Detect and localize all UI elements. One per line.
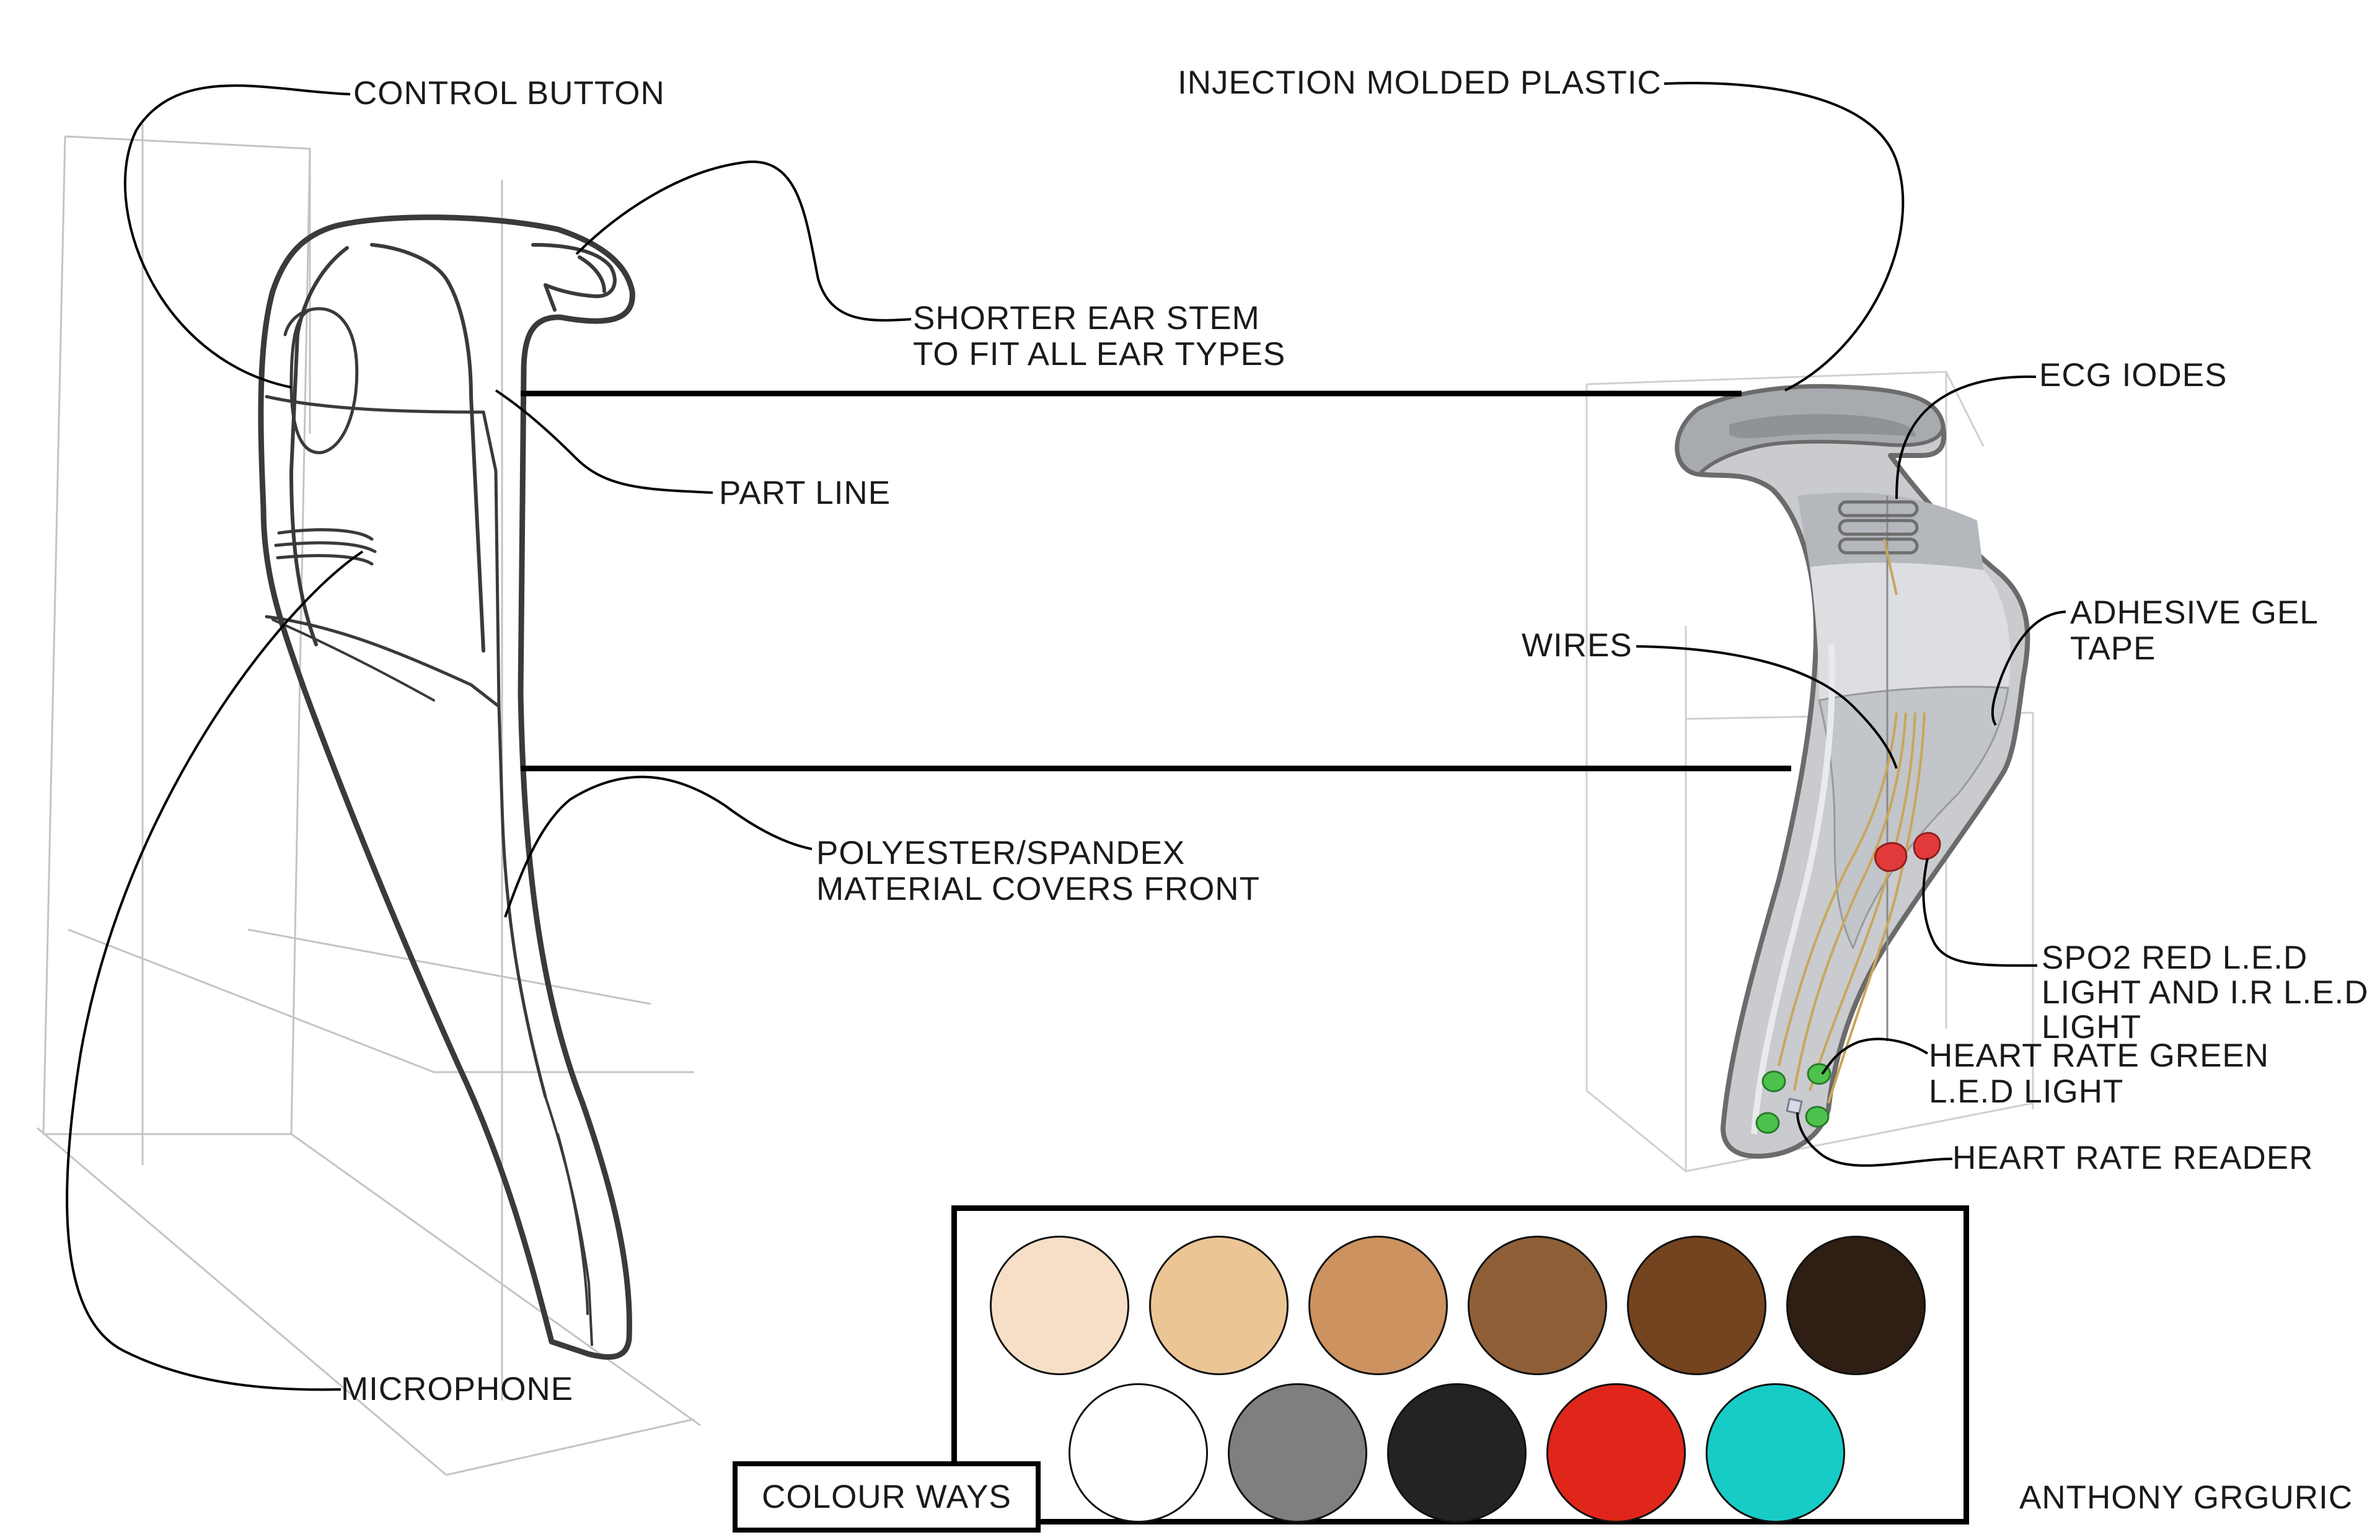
label-shorter-ear-stem-line2: TO FIT ALL EAR TYPES [913,336,1286,372]
swatch-row1-4[interactable] [1468,1236,1607,1375]
label-shorter-ear-stem: SHORTER EAR STEM TO FIT ALL EAR TYPES [913,301,1285,372]
ecg-electrodes [1838,500,1919,555]
label-author: ANTHONY GRGURIC [2019,1479,2353,1516]
label-shorter-ear-stem-line1: SHORTER EAR STEM [913,300,1260,337]
label-injection-molded-plastic: INJECTION MOLDED PLASTIC [1178,64,1662,101]
leader-heart-rate-reader [1796,1112,1953,1167]
label-control-button: CONTROL BUTTON [353,75,665,112]
spo2-leds [1874,832,1941,872]
label-ecg-iodes: ECG IODES [2039,357,2228,394]
label-polyester-line2: MATERIAL COVERS FRONT [816,871,1260,907]
sketch-earpiece [258,214,635,1360]
label-adhesive-gel-line1: ADHESIVE GEL [2070,594,2319,631]
swatch-row2-5[interactable] [1706,1383,1845,1523]
label-spo2-line3: LIGHT [2042,1009,2142,1045]
wire-bundle [1778,539,1926,1104]
leader-ecg-iodes [1895,375,2037,499]
colour-swatch-panel [951,1205,1969,1525]
colour-ways-label-box: COLOUR WAYS [733,1461,1041,1533]
construction-lines-left [37,124,701,1476]
colour-ways-label: COLOUR WAYS [762,1479,1011,1515]
label-adhesive-gel-tape: ADHESIVE GEL TAPE [2070,595,2319,667]
label-polyester-spandex: POLYESTER/SPANDEX MATERIAL COVERS FRONT [816,835,1260,907]
label-heart-rate-green-line2: L.E.D LIGHT [1929,1073,2124,1110]
heart-rate-leds [1755,1063,1831,1134]
label-microphone: MICROPHONE [341,1371,574,1407]
label-adhesive-gel-line2: TAPE [2070,630,2156,667]
leader-part-line [495,389,713,494]
leader-ear-stem [575,161,912,322]
leader-wires [1636,645,1898,769]
connector-lines [521,390,1791,772]
swatch-row1-1[interactable] [990,1236,1129,1375]
label-heart-rate-reader: HEART RATE READER [1952,1140,2314,1176]
swatch-row2-3[interactable] [1387,1383,1527,1523]
swatch-row2-2[interactable] [1228,1383,1367,1523]
leader-lines [66,82,2066,1391]
leader-microphone [66,550,364,1391]
leader-adhesive-gel [1991,610,2066,726]
label-spo2-leds: SPO2 RED L.E.D LIGHT AND I.R L.E.D LIGHT [2042,941,2369,1045]
swatch-row1-2[interactable] [1149,1236,1289,1375]
leader-polyester [504,775,813,918]
swatch-row2-1[interactable] [1069,1383,1208,1523]
label-spo2-line2: LIGHT AND I.R L.E.D [2042,974,2369,1011]
swatch-row1-3[interactable] [1308,1236,1448,1375]
leader-injection-molded [1664,82,1905,392]
label-polyester-line1: POLYESTER/SPANDEX [816,835,1186,871]
label-heart-rate-green: HEART RATE GREEN L.E.D LIGHT [1929,1038,2269,1110]
heart-rate-reader-sensor [1786,1098,1803,1115]
swatch-row1-6[interactable] [1786,1236,1926,1375]
leader-control-button [123,84,351,389]
label-wires: WIRES [1522,627,1633,664]
leader-heart-rate-green [1821,1037,1929,1075]
label-part-line: PART LINE [719,475,891,511]
label-spo2-line1: SPO2 RED L.E.D [2042,939,2308,976]
label-heart-rate-green-line1: HEART RATE GREEN [1929,1037,2270,1074]
render-earpiece [1675,384,2030,1159]
swatch-row1-5[interactable] [1627,1236,1766,1375]
swatch-row2-4[interactable] [1546,1383,1686,1523]
leader-spo2 [1922,858,2038,967]
